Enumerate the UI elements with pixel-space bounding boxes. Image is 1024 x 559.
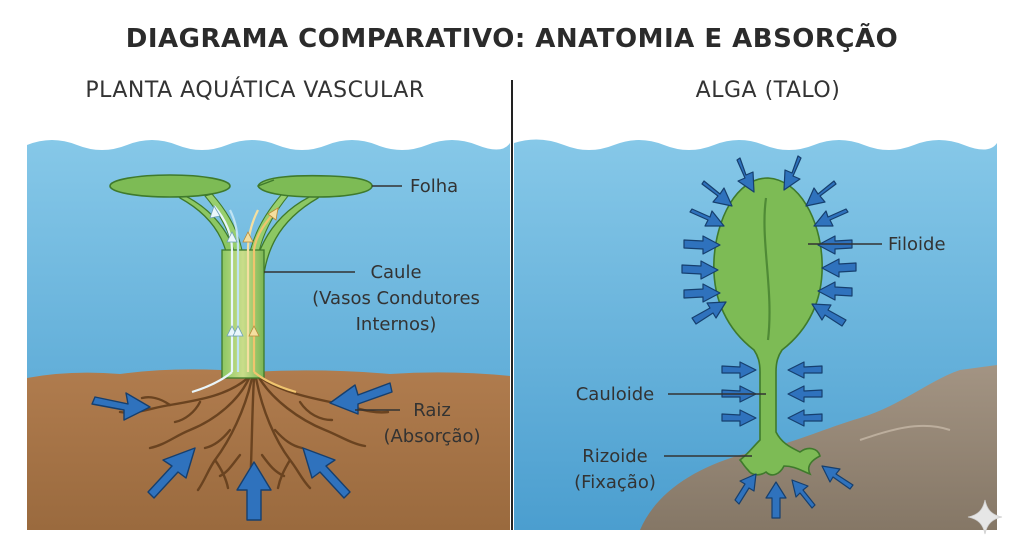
arrow-icon — [817, 235, 853, 255]
arrow-icon — [683, 235, 721, 255]
arrow-icon — [787, 361, 823, 379]
arrow-icon — [681, 260, 719, 280]
leaf-notch — [257, 179, 275, 187]
label-caule-3: Internos) — [356, 314, 437, 335]
arrow-icon — [734, 473, 757, 505]
stem — [221, 249, 265, 379]
left-panel: Folha Caule (Vasos Condutores Internos) … — [27, 140, 510, 530]
right-panel-heading: ALGA (TALO) — [696, 78, 841, 103]
arrow-icon — [147, 447, 196, 499]
arrow-icon — [791, 479, 816, 509]
conducting-vessels — [191, 205, 297, 394]
arrow-icon — [813, 208, 849, 227]
label-caule-2: (Vasos Condutores — [312, 288, 480, 309]
arrow-icon — [689, 208, 725, 227]
rock-highlight — [859, 424, 951, 441]
arrow-icon — [736, 157, 755, 193]
label-rizoide-1: Rizoide — [582, 446, 647, 467]
arrow-icon — [811, 303, 847, 327]
vessel-arrowheads-warm — [242, 207, 279, 337]
right-panel: Filoide Cauloide Rizoide (Fixação) — [514, 139, 997, 530]
leaf-left — [109, 174, 231, 198]
arrow-icon — [721, 361, 757, 379]
page-title: DIAGRAMA COMPARATIVO: ANATOMIA E ABSORÇÃ… — [126, 22, 898, 54]
label-caule-1: Caule — [370, 262, 421, 283]
arrow-icon — [787, 385, 823, 403]
label-filoide: Filoide — [888, 234, 946, 255]
arrow-icon — [821, 258, 857, 278]
leaf-right — [257, 174, 373, 198]
arrow-icon — [805, 180, 837, 207]
soil-absorption-arrows — [91, 382, 393, 521]
arrow-icon — [683, 283, 721, 303]
arrow-icon — [765, 481, 787, 519]
label-raiz-1: Raiz — [413, 400, 451, 421]
left-panel-heading: PLANTA AQUÁTICA VASCULAR — [85, 77, 424, 103]
arrow-icon — [701, 180, 733, 207]
rock — [640, 365, 997, 530]
arrow-icon — [302, 447, 351, 499]
arrow-icon — [91, 392, 151, 421]
arrow-icon — [787, 409, 823, 427]
arrow-icon — [691, 301, 727, 325]
soil — [27, 369, 510, 530]
arrow-icon — [783, 155, 802, 191]
arrow-icon — [817, 281, 853, 301]
label-folha: Folha — [410, 176, 458, 197]
arrow-icon — [236, 461, 272, 521]
arrow-icon — [821, 465, 854, 490]
thallus — [713, 177, 823, 476]
vessel-arrowheads — [209, 205, 244, 337]
thallus-midrib — [763, 197, 771, 341]
arrow-icon — [721, 409, 757, 427]
label-raiz-2: (Absorção) — [383, 426, 480, 447]
arrow-icon — [329, 382, 393, 415]
label-rizoide-2: (Fixação) — [574, 472, 656, 493]
label-cauloide: Cauloide — [576, 384, 655, 405]
sparkle-icon — [967, 499, 1003, 535]
thallus-absorption-arrows — [681, 155, 857, 519]
